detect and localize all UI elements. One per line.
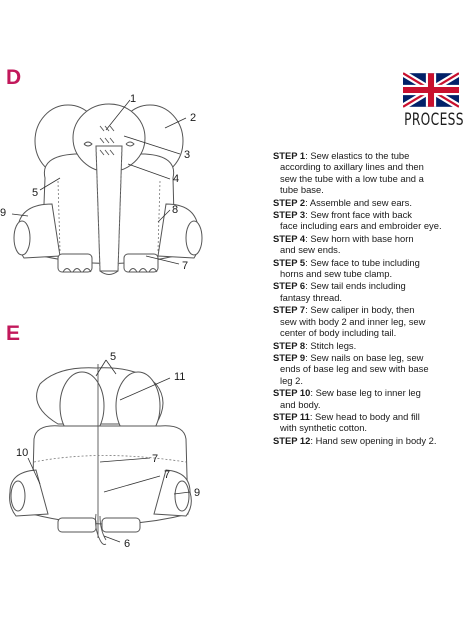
- step-text-continuation: sew the tube with a low tube and a: [280, 172, 424, 184]
- step-text: : Sew caliper in body, then: [305, 304, 415, 316]
- elephant-front-diagram: 1 2 3 4 5 7 8 9: [0, 93, 203, 275]
- elephant-front-drawing: [13, 103, 203, 275]
- callout-e-5: 5: [110, 351, 116, 363]
- diagram-d-leaders: [11, 99, 187, 265]
- step-first-line: STEP 6: Sew tail ends including: [273, 280, 465, 291]
- step-text-continuation: leg 2.: [280, 374, 303, 386]
- step-first-line: STEP 10: Sew base leg to inner leg: [273, 387, 465, 398]
- step-text-continuation: and body.: [280, 398, 321, 410]
- step-text-continuation: fantasy thread.: [280, 291, 343, 303]
- step-number: STEP 2: [273, 196, 306, 208]
- callout-d-9: 9: [0, 207, 6, 219]
- step-number: STEP 1: [273, 150, 306, 161]
- step-text-continuation: according to axillary lines and then: [280, 161, 424, 173]
- step-first-line: STEP 2: Assemble and sew ears.: [273, 197, 465, 208]
- callout-d-4: 4: [173, 173, 179, 185]
- step-item: STEP 12: Hand sew opening in body 2.: [273, 435, 465, 446]
- elephant-back-diagram: 5 11 10 7 7 9 6: [9, 351, 200, 550]
- step-item: STEP 8: Stitch legs.: [273, 340, 465, 351]
- step-first-line: STEP 5: Sew face to tube including: [273, 257, 465, 268]
- step-first-line: STEP 3: Sew front face with back: [273, 209, 465, 220]
- step-text: : Sew horn with base horn: [305, 232, 414, 244]
- elephant-back-drawing: [9, 364, 192, 545]
- step-text-continuation: horns and sew tube clamp.: [280, 268, 393, 280]
- diagram-e-leaders: [27, 359, 191, 543]
- callout-e-7a: 7: [152, 453, 158, 465]
- step-number: STEP 4: [273, 232, 306, 244]
- step-number: STEP 6: [273, 280, 306, 292]
- step-text: : Sew face to tube including: [305, 256, 420, 268]
- step-text-continuation: face including ears and embroider eye.: [280, 220, 442, 232]
- step-text: : Hand sew opening in body 2.: [310, 434, 437, 446]
- callout-e-9: 9: [194, 487, 200, 499]
- step-number: STEP 11: [273, 410, 310, 422]
- callout-e-11: 11: [174, 371, 185, 383]
- step-text: : Sew tail ends including: [305, 280, 406, 292]
- step-number: STEP 3: [273, 209, 306, 221]
- step-first-line: STEP 8: Stitch legs.: [273, 340, 465, 351]
- callout-e-7b: 7: [164, 469, 170, 481]
- step-first-line: STEP 11: Sew head to body and fill: [273, 411, 465, 422]
- callout-d-8: 8: [172, 204, 178, 216]
- step-text: : Sew head to body and fill: [309, 410, 420, 422]
- step-number: STEP 7: [273, 304, 306, 316]
- callout-d-3: 3: [184, 149, 190, 161]
- step-text: : Sew elastics to the tube: [305, 150, 410, 161]
- step-first-line: STEP 12: Hand sew opening in body 2.: [273, 435, 465, 446]
- step-text-continuation: with synthetic cotton.: [280, 422, 368, 434]
- step-number: STEP 5: [273, 256, 306, 268]
- step-first-line: STEP 7: Sew caliper in body, then: [273, 304, 465, 315]
- step-number: STEP 8: [273, 339, 306, 351]
- section-d-label: D: [6, 66, 22, 89]
- uk-flag-icon: [403, 72, 459, 108]
- callout-e-10: 10: [16, 447, 28, 459]
- step-number: STEP 9: [273, 351, 306, 363]
- step-item: STEP 2: Assemble and sew ears.: [273, 197, 465, 208]
- step-text: : Sew front face with back: [305, 209, 412, 221]
- callout-d-2: 2: [190, 112, 196, 124]
- step-text: : Assemble and sew ears.: [305, 196, 412, 208]
- step-number: STEP 12: [273, 434, 311, 446]
- step-text-continuation: sew with body 2 and inner leg, sew: [280, 315, 426, 327]
- step-first-line: STEP 1: Sew elastics to the tube: [273, 150, 465, 161]
- callout-d-5: 5: [32, 187, 38, 199]
- section-e-label: E: [6, 322, 21, 345]
- step-text: : Sew nails on base leg, sew: [305, 351, 424, 363]
- callout-e-6: 6: [124, 538, 130, 550]
- step-text-continuation: and sew ends.: [280, 244, 341, 256]
- step-text: : Stitch legs.: [305, 339, 357, 351]
- callout-d-7: 7: [182, 260, 188, 272]
- callout-d-1: 1: [130, 93, 136, 105]
- step-text-continuation: tube base.: [280, 184, 324, 196]
- step-number: STEP 10: [273, 387, 311, 399]
- process-title: PROCESS: [404, 110, 464, 130]
- step-first-line: STEP 4: Sew horn with base horn: [273, 233, 465, 244]
- step-text: : Sew base leg to inner leg: [310, 387, 421, 399]
- step-first-line: STEP 9: Sew nails on base leg, sew: [273, 352, 465, 363]
- step-text-continuation: ends of base leg and sew with base: [280, 363, 429, 375]
- step-text-continuation: center of body including tail.: [280, 327, 397, 339]
